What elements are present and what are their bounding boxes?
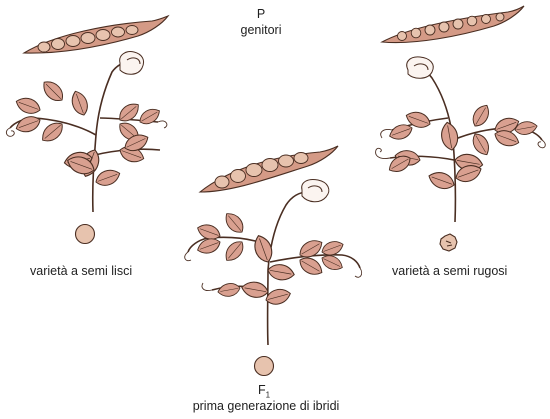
f1-title-letter: F (257, 383, 266, 397)
f1-leaves (194, 208, 346, 308)
right-flower (406, 56, 434, 79)
left-pod-seeds (37, 25, 139, 53)
f1-pod-seeds (214, 152, 309, 189)
f1-pod (198, 145, 339, 193)
left-flower (119, 51, 145, 75)
right-variety-label: varietà a semi rugosi (392, 264, 508, 278)
f1-seed-smooth (253, 355, 275, 377)
right-pod-seeds (397, 12, 505, 41)
f1-flower (301, 179, 330, 203)
left-variety-label: varietà a semi lisci (30, 264, 133, 278)
parents-title: P (256, 7, 266, 21)
left-leaves (13, 76, 163, 190)
f1-title: F1 (258, 383, 270, 400)
left-pod (22, 14, 170, 54)
left-seed-smooth (74, 223, 96, 245)
right-pod (380, 5, 525, 44)
parents-subtitle: genitori (240, 23, 282, 37)
right-plant (375, 68, 546, 223)
f1-subtitle: prima generazione di ibridi (192, 399, 340, 413)
right-seed-wrinkled (439, 233, 458, 252)
right-leaves (385, 101, 539, 193)
f1-title-subscript: 1 (265, 390, 271, 400)
